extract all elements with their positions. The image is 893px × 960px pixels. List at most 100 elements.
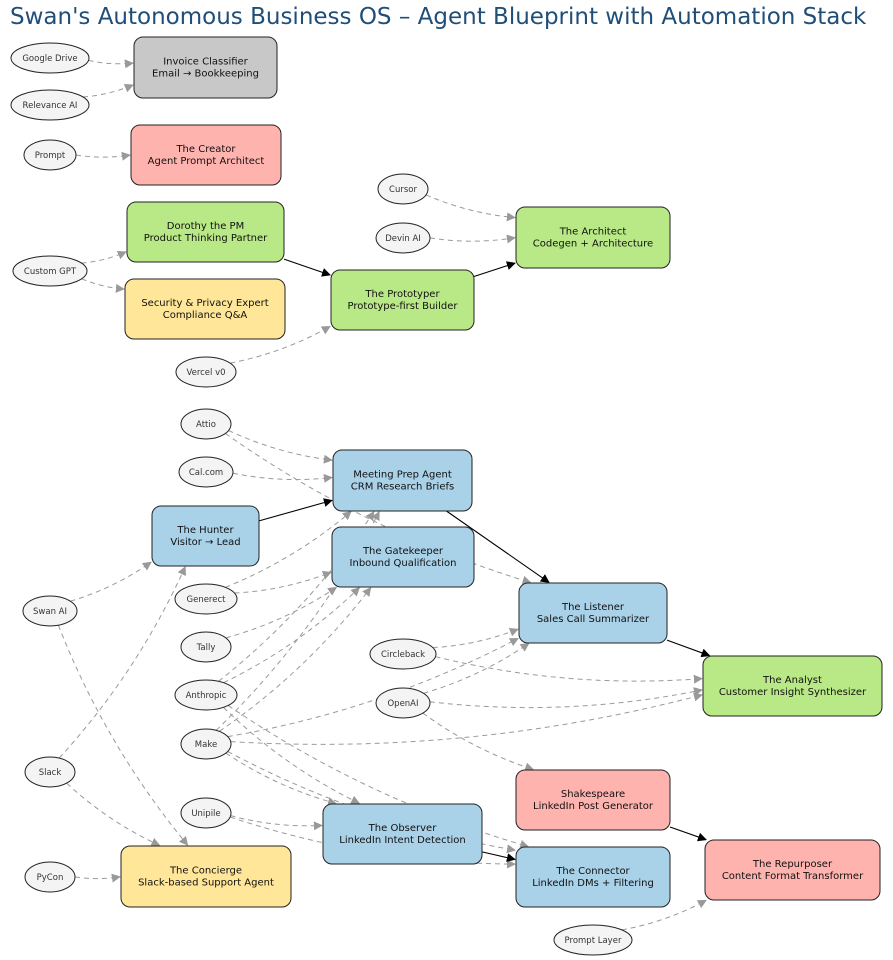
agent-concierge-role: Slack-based Support Agent [138,878,274,889]
tool-prompt[interactable]: Prompt [23,139,77,171]
tool-link-slack-hunter [58,565,186,759]
tool-circleback[interactable]: Circleback [369,638,437,670]
tool-unipile-label: Unipile [191,809,220,819]
tool-pycon-ellipse [24,861,76,893]
tool-link-attio-meeting [228,430,333,464]
tool-link-devin-architect [429,234,516,244]
tool-unipile[interactable]: Unipile [180,797,232,829]
agent-prototyper-role: Prototype-first Builder [348,301,459,312]
tool-vercel[interactable]: Vercel v0 [175,356,237,388]
tool-link-generect-meeting [225,510,352,588]
tool-slack-label: Slack [39,768,62,778]
tool-cursor-ellipse [377,173,429,205]
tool-make[interactable]: Make [180,728,232,760]
agent-analyst-box [702,655,883,717]
tool-make-label: Make [195,740,217,750]
agent-concierge-name: The Concierge [169,866,242,877]
tool-gdrive-label: Google Drive [22,54,77,64]
agent-analyst-role: Customer Insight Synthesizer [719,687,867,698]
tool-calcom[interactable]: Cal.com [178,456,234,488]
tool-link-anthropic-observer [223,707,361,804]
agent-hunter-name: The Hunter [176,525,234,536]
tool-anthropic[interactable]: Anthropic [174,679,238,711]
flow-edge-prototyper-architect [473,261,516,278]
tool-tally[interactable]: Tally [180,631,232,663]
agent-listener-name: The Listener [561,602,625,613]
tool-link-attio-listener [225,433,532,585]
tool-swanai[interactable]: Swan AI [22,595,78,627]
agent-architect-name: The Architect [559,227,627,238]
tool-generect[interactable]: Generect [174,583,238,615]
agent-listener-role: Sales Call Summarizer [537,614,650,625]
agent-meeting-role: CRM Research Briefs [351,482,454,493]
tool-tally-ellipse [180,631,232,663]
tool-openai[interactable]: OpenAI [375,687,431,719]
tool-anthropic-label: Anthropic [186,691,227,701]
tool-promptlayer[interactable]: Prompt Layer [553,924,633,956]
tool-make-ellipse [180,728,232,760]
tool-customgpt[interactable]: Custom GPT [12,255,88,287]
tool-openai-ellipse [375,687,431,719]
agent-creator-box [130,124,282,186]
tool-slack[interactable]: Slack [24,756,76,788]
tool-calcom-label: Cal.com [189,468,223,478]
agent-gatekeeper-name: The Gatekeeper [362,546,444,557]
tool-link-make-analyst [230,692,703,745]
tool-attio[interactable]: Attio [180,408,232,440]
tool-link-openai-listener [423,642,530,694]
tool-relevance[interactable]: Relevance AI [10,89,90,121]
agent-security-box [124,278,286,340]
agent-invoice-role: Email → Bookkeeping [152,69,259,80]
flow-edge-dorothy-prototyper [283,258,331,277]
agent-prototyper-box [330,269,475,331]
agent-prototyper-name: The Prototyper [364,289,440,300]
tool-attio-label: Attio [196,420,216,430]
flow-edge-listener-analyst [666,639,711,658]
tool-vercel-ellipse [175,356,237,388]
tool-circleback-ellipse [369,638,437,670]
agent-analyst-name: The Analyst [762,675,822,686]
agent-connector-name: The Connector [555,866,630,877]
agent-repurposer-name: The Repurposer [752,859,833,870]
tool-openai-label: OpenAI [387,699,418,709]
agent-creator-role: Agent Prompt Architect [148,156,265,167]
tool-generect-label: Generect [187,595,227,605]
agent-connector-role: LinkedIn DMs + Filtering [532,878,654,889]
agent-architect-box [515,206,671,269]
tool-prompt-ellipse [23,139,77,171]
tool-link-customgpt-dorothy [81,250,127,264]
tool-tally-label: Tally [196,643,216,653]
tool-cursor[interactable]: Cursor [377,173,429,205]
agent-connector-box [515,846,671,908]
tool-pycon[interactable]: PyCon [24,861,76,893]
agent-repurposer-role: Content Format Transformer [722,871,864,882]
agent-invoice-box [133,36,278,99]
tool-circleback-label: Circleback [381,650,425,660]
agent-meeting-name: Meeting Prep Agent [353,470,452,481]
tool-swanai-ellipse [22,595,78,627]
agent-hunter-box [151,505,260,567]
tool-gdrive[interactable]: Google Drive [10,42,90,74]
agent-dorothy-role: Product Thinking Partner [144,233,268,244]
flow-edge-hunter-meeting [258,498,333,522]
tool-link-circleback-analyst [435,656,703,684]
tool-devin[interactable]: Devin AI [375,222,431,254]
tool-promptlayer-ellipse [553,924,633,956]
